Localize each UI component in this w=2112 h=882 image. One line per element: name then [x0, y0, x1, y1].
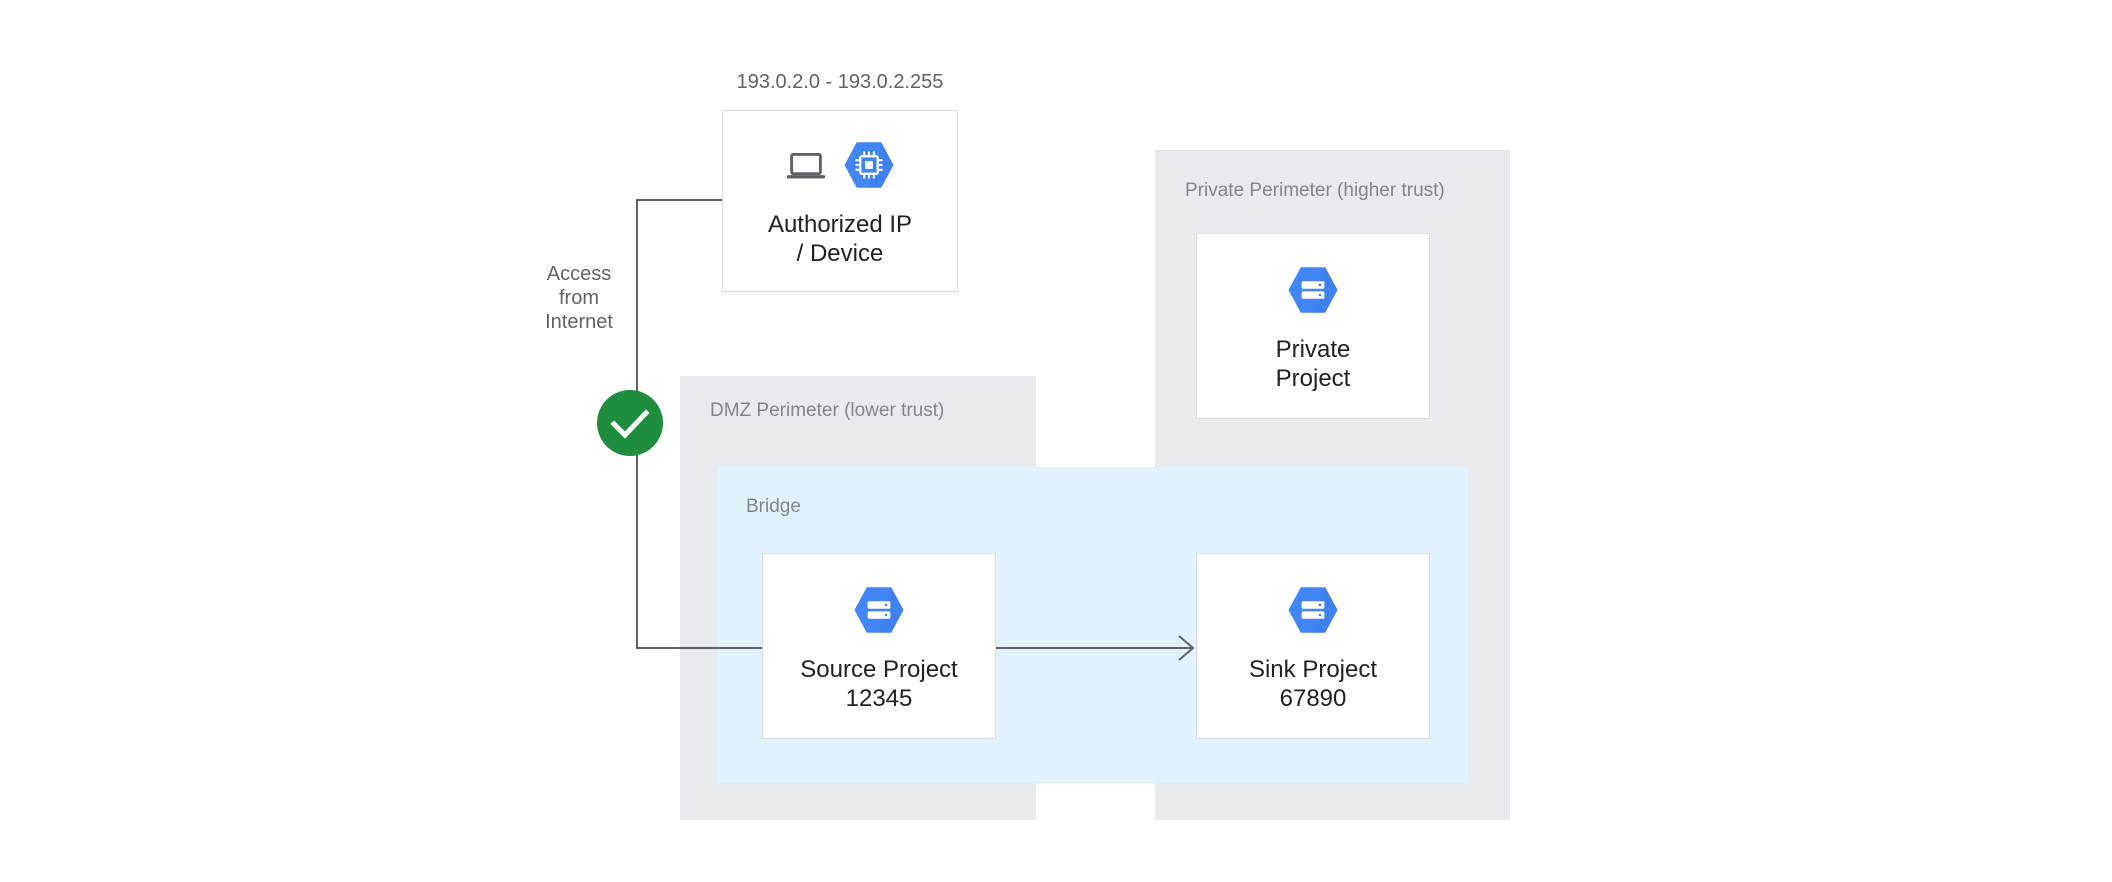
- node-private-project[interactable]: Private Project: [1196, 233, 1430, 419]
- ip-range-caption: 193.0.2.0 - 193.0.2.255: [736, 71, 944, 93]
- node-icon-group: [1285, 579, 1341, 641]
- node-icon-group: [1285, 259, 1341, 321]
- node-icon-group: [851, 579, 907, 641]
- project-hex-icon: [1288, 267, 1338, 313]
- project-hex-icon: [854, 587, 904, 633]
- node-icon-group: [783, 134, 897, 196]
- compute-chip-hex-icon: [844, 142, 894, 188]
- node-label: Source Project 12345: [800, 656, 958, 712]
- node-label: Sink Project 67890: [1248, 656, 1378, 712]
- dmz-perimeter-label: DMZ Perimeter (lower trust): [710, 400, 945, 421]
- project-hex-icon: [1288, 587, 1338, 633]
- laptop-icon: [786, 153, 826, 179]
- node-label: Authorized IP / Device: [767, 211, 913, 267]
- private-perimeter-label: Private Perimeter (higher trust): [1185, 180, 1445, 201]
- node-source-project[interactable]: Source Project 12345: [762, 553, 996, 739]
- node-label: Private Project: [1275, 336, 1351, 392]
- bridge-label: Bridge: [746, 496, 801, 517]
- check-circle-icon: [597, 390, 663, 456]
- node-authorized-ip-device[interactable]: Authorized IP / Device: [722, 110, 958, 292]
- node-sink-project[interactable]: Sink Project 67890: [1196, 553, 1430, 739]
- access-from-internet-label: Access from Internet: [545, 263, 613, 333]
